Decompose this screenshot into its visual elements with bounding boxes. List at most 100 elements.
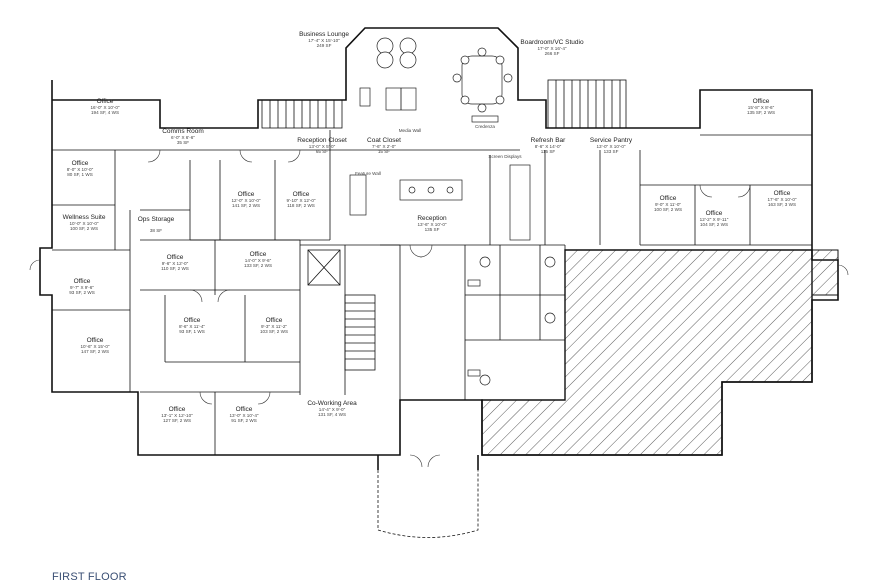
stair-north-east bbox=[547, 79, 627, 129]
office-s1-dims: 13'-1" X 12'-10" bbox=[161, 413, 193, 418]
hatched-lease-area bbox=[481, 249, 813, 456]
business-lounge-dims: 17'-4" X 15'-10" bbox=[308, 38, 340, 43]
note-screen-displays: Screen Displays bbox=[488, 154, 522, 159]
office-e2-name: Office bbox=[706, 210, 723, 217]
door-swings bbox=[29, 149, 849, 468]
office-c2-name: Office bbox=[293, 191, 310, 198]
coat-closet-area: 15 SF bbox=[378, 149, 390, 154]
office-s1-name: Office bbox=[169, 406, 186, 413]
boardroom-area: 266 SF bbox=[545, 51, 560, 56]
service-pantry-area: 133 SF bbox=[604, 149, 619, 154]
entry-canopy bbox=[377, 455, 479, 538]
office-sw-name: Office bbox=[87, 337, 104, 344]
office-e3-area: 163 SF, 3 WS bbox=[768, 202, 796, 207]
business-lounge-area: 249 SF bbox=[317, 43, 332, 48]
office-w1-name: Office bbox=[72, 160, 89, 167]
office-c2-dims: 9'-10" X 12'-0" bbox=[286, 198, 315, 203]
office-c3-area: 110 SF, 2 WS bbox=[161, 266, 189, 271]
interior-walls bbox=[52, 130, 812, 455]
ops-storage-area: 38 SF bbox=[150, 228, 162, 233]
note-credenza: Credenza bbox=[475, 124, 495, 129]
ops-storage-name: Ops Storage bbox=[138, 216, 175, 223]
reception-closet-dims: 13'-0" X 5'-0" bbox=[309, 144, 336, 149]
office-ne-name: Office bbox=[753, 98, 770, 105]
office-e1-dims: 9'-0" X 11'-0" bbox=[655, 202, 681, 207]
note-media-wall: Media Wall bbox=[399, 128, 422, 133]
stair-north-west bbox=[261, 99, 343, 129]
comms-room-area: 35 SF bbox=[177, 140, 189, 145]
refresh-bar-name: Refresh Bar bbox=[531, 137, 567, 144]
office-c4-dims: 14'-0" X 9'-6" bbox=[245, 258, 272, 263]
business-lounge-name: Business Lounge bbox=[299, 31, 349, 38]
office-c1-name: Office bbox=[238, 191, 255, 198]
office-c1-area: 141 SF, 2 WS bbox=[232, 203, 260, 208]
refresh-bar-area: 115 SF bbox=[541, 149, 556, 154]
office-s2-dims: 13'-0" X 10'-4" bbox=[229, 413, 258, 418]
office-c3-dims: 9'-6" X 12'-0" bbox=[162, 261, 189, 266]
coat-closet-name: Coat Closet bbox=[367, 137, 401, 144]
stair-central bbox=[344, 294, 376, 371]
office-e3-name: Office bbox=[774, 190, 791, 197]
wellness-suite-area: 100 SF, 2 WS bbox=[70, 226, 98, 231]
office-s2-name: Office bbox=[236, 406, 253, 413]
note-feature-wall: Feature Wall bbox=[355, 171, 381, 176]
washroom-fixtures bbox=[467, 256, 556, 386]
office-sw-dims: 10'-6" X 15'-0" bbox=[80, 344, 109, 349]
office-w2-dims: 9'-7" X 9'-6" bbox=[70, 285, 94, 290]
office-e1-name: Office bbox=[660, 195, 677, 202]
office-c4-name: Office bbox=[250, 251, 267, 258]
office-sw-area: 147 SF, 2 WS bbox=[81, 349, 109, 354]
elevator bbox=[307, 249, 341, 286]
coworking-dims: 14'-4" X 9'-0" bbox=[319, 407, 346, 412]
service-pantry-dims: 13'-0" X 10'-0" bbox=[596, 144, 625, 149]
office-c6-name: Office bbox=[266, 317, 283, 324]
coat-closet-dims: 7'-6" X 2'-0" bbox=[372, 144, 396, 149]
office-nw-name: Office bbox=[97, 98, 114, 105]
office-w2-area: 93 SF, 2 WS bbox=[69, 290, 95, 295]
office-e1-area: 100 SF, 2 WS bbox=[654, 207, 682, 212]
comms-room-dims: 6'-0" X 6'-6" bbox=[171, 135, 195, 140]
office-w1-dims: 8'-0" X 10'-0" bbox=[67, 167, 94, 172]
reception-closet-area: 65 SF bbox=[316, 149, 328, 154]
coworking-area: 131 SF, 4 WS bbox=[318, 412, 346, 417]
office-c2-area: 118 SF, 2 WS bbox=[287, 203, 315, 208]
office-s1-area: 127 SF, 2 WS bbox=[163, 418, 191, 423]
lounge-furniture bbox=[359, 37, 417, 111]
office-e2-dims: 12'-2" X 9'-11" bbox=[700, 217, 729, 222]
boardroom-name: Boardroom/VC Studio bbox=[520, 39, 584, 46]
office-w1-area: 80 SF, 1 WS bbox=[67, 172, 93, 177]
office-c6-area: 103 SF, 2 WS bbox=[260, 329, 288, 334]
boardroom-furniture bbox=[452, 47, 513, 123]
refresh-bar-dims: 8'-6" X 14'-0" bbox=[535, 144, 562, 149]
office-e2-area: 104 SF, 2 WS bbox=[700, 222, 728, 227]
wellness-suite-dims: 10'-0" X 10'-0" bbox=[69, 221, 98, 226]
office-c1-dims: 12'-0" X 10'-0" bbox=[231, 198, 260, 203]
office-c4-area: 133 SF, 2 WS bbox=[244, 263, 272, 268]
office-c5-area: 93 SF, 1 WS bbox=[179, 329, 205, 334]
boardroom-dims: 17'-0" X 16'-4" bbox=[537, 46, 566, 51]
office-c5-name: Office bbox=[184, 317, 201, 324]
office-ne-area: 135 SF, 2 WS bbox=[747, 110, 775, 115]
hatched-lease-area-ext bbox=[811, 249, 839, 296]
office-c6-dims: 9'-3" X 11'-2" bbox=[261, 324, 287, 329]
office-c3-name: Office bbox=[167, 254, 184, 261]
office-nw-area: 194 SF, 4 WS bbox=[91, 110, 119, 115]
comms-room-name: Comms Room bbox=[162, 128, 204, 135]
wellness-suite-name: Wellness Suite bbox=[63, 214, 106, 221]
office-w2-name: Office bbox=[74, 278, 91, 285]
office-s2-area: 91 SF, 2 WS bbox=[231, 418, 257, 423]
reception-dims: 13'-6" X 10'-0" bbox=[417, 222, 446, 227]
reception-name: Reception bbox=[417, 215, 447, 222]
reception-furniture bbox=[349, 164, 531, 241]
service-pantry-name: Service Pantry bbox=[590, 137, 633, 144]
office-ne-dims: 15'-8" X 8'-6" bbox=[748, 105, 775, 110]
reception-area: 135 SF bbox=[425, 227, 440, 232]
office-e3-dims: 17'-6" X 10'-0" bbox=[767, 197, 796, 202]
office-c5-dims: 8'-6" X 11'-4" bbox=[179, 324, 205, 329]
reception-closet-name: Reception Closet bbox=[297, 137, 347, 144]
office-nw-dims: 16'-0" X 10'-0" bbox=[90, 105, 119, 110]
floor-title: FIRST FLOOR bbox=[52, 571, 127, 583]
coworking-name: Co-Working Area bbox=[307, 400, 357, 407]
